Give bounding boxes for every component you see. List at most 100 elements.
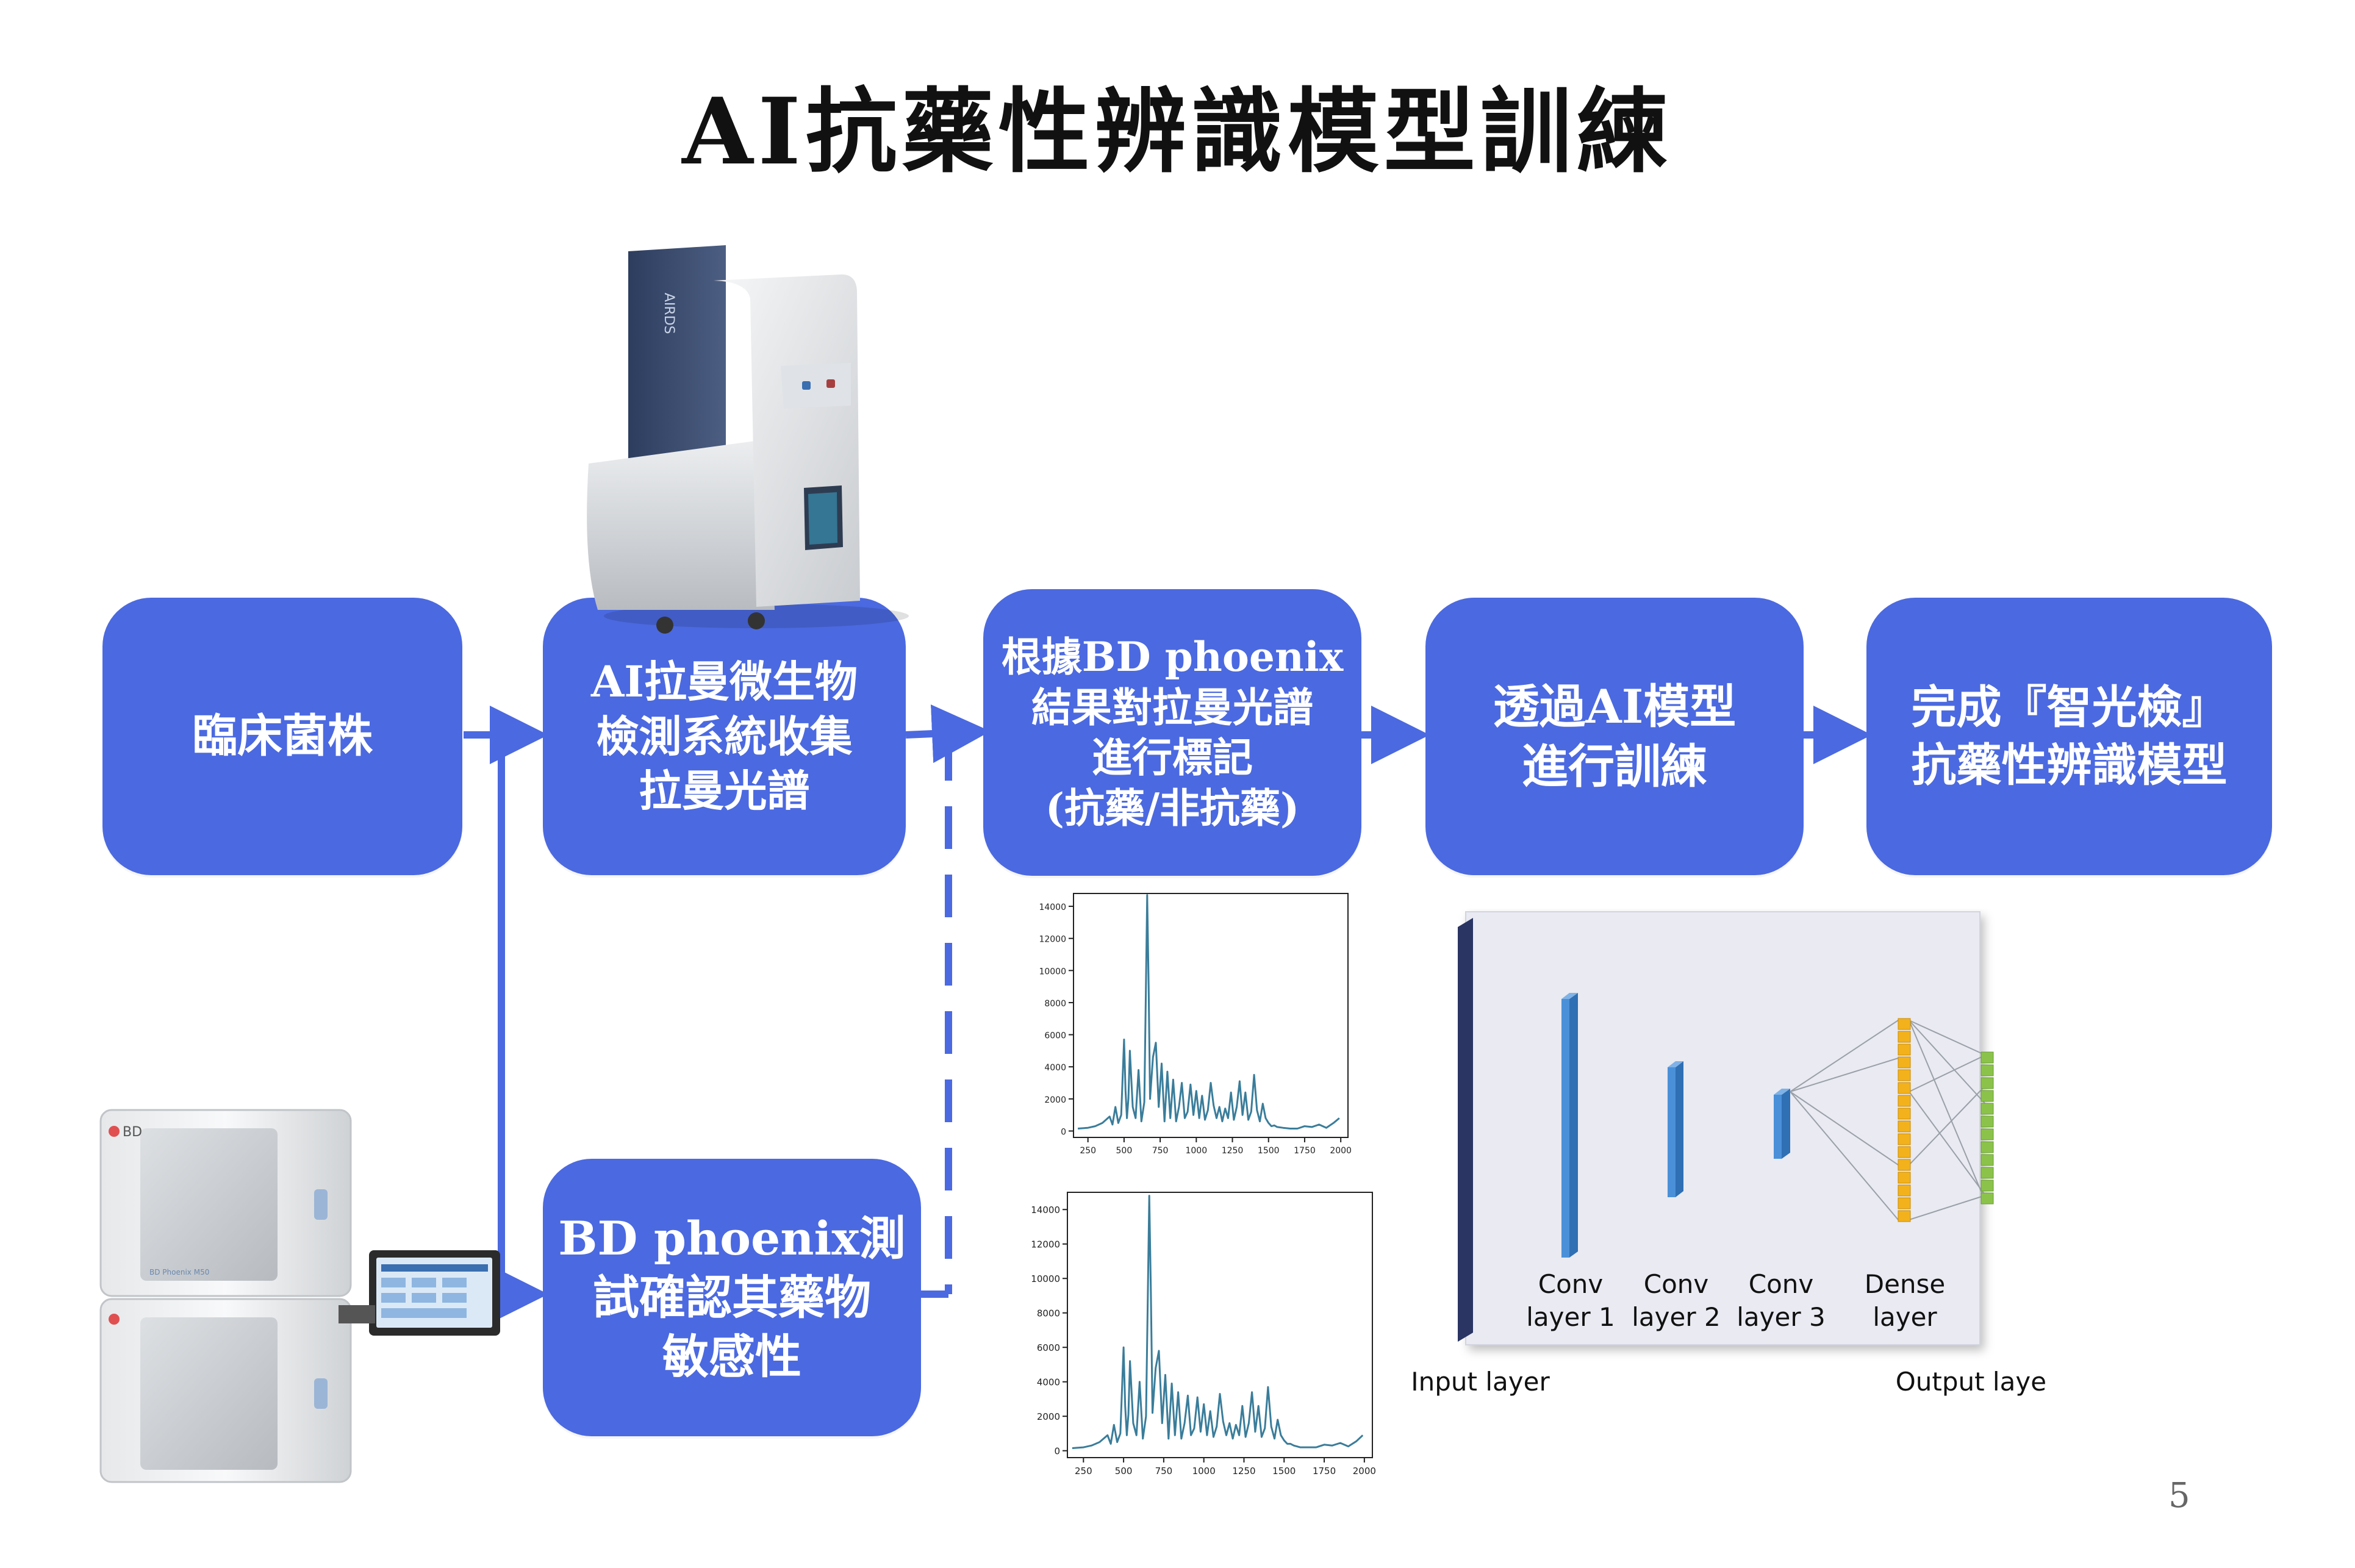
dense-cell [1898, 1044, 1911, 1056]
x-tick-label: 500 [1116, 1146, 1133, 1156]
arrow-raman-to-label [905, 704, 991, 764]
x-tick-label: 750 [1155, 1466, 1173, 1477]
box-line: 進行標記 [1092, 734, 1253, 781]
nn-layer-label: Conv [1644, 1269, 1709, 1299]
output-cell [1980, 1180, 1994, 1192]
y-tick-label: 14000 [1039, 903, 1066, 912]
nn-layer-label: Conv [1538, 1269, 1604, 1299]
x-tick-label: 1750 [1313, 1466, 1336, 1477]
x-tick-label: 1500 [1258, 1146, 1280, 1156]
dense-cell [1898, 1184, 1911, 1197]
dense-cell [1898, 1159, 1911, 1171]
box-model-complete: 完成『智光檢』 抗藥性辨識模型 [1866, 598, 2272, 875]
dense-cell [1898, 1120, 1911, 1133]
dense-cell [1898, 1056, 1911, 1069]
output-layer-label: Output layer [1896, 1367, 2046, 1397]
box-line: 試確認其藥物 [593, 1270, 871, 1325]
output-cell [1980, 1154, 1994, 1166]
y-tick-label: 4000 [1044, 1063, 1066, 1073]
x-tick-label: 1250 [1222, 1146, 1244, 1156]
dense-cell [1898, 1172, 1911, 1184]
output-cell [1980, 1077, 1994, 1089]
box-line: (抗藥/非抗藥) [1045, 784, 1300, 832]
y-tick-label: 8000 [1044, 999, 1066, 1009]
y-tick-label: 8000 [1037, 1308, 1060, 1319]
x-tick-label: 1750 [1294, 1146, 1316, 1156]
spectrum-line [1072, 1195, 1364, 1449]
y-tick-label: 10000 [1039, 967, 1066, 976]
x-tick-label: 1250 [1232, 1466, 1255, 1477]
conv-layer-2-block [1668, 1061, 1683, 1197]
chart-plot-frame [1067, 1192, 1373, 1458]
box-raman-collection: AI拉曼微生物 檢測系統收集 拉曼光譜 [543, 598, 906, 875]
box-line: 進行訓練 [1522, 739, 1707, 793]
box-line: 根據BD phoenix [1001, 633, 1344, 681]
box-line: 拉曼光譜 [639, 765, 810, 817]
box-line: 完成『智光檢』 [1911, 681, 2228, 734]
box-phoenix-susceptibility: BD phoenix測 試確認其藥物 敏感性 [543, 1159, 921, 1436]
x-tick-label: 2000 [1330, 1146, 1352, 1156]
x-tick-label: 1000 [1192, 1466, 1216, 1477]
y-tick-label: 6000 [1044, 1031, 1066, 1041]
y-tick-label: 4000 [1037, 1377, 1060, 1388]
x-tick-label: 1000 [1185, 1146, 1207, 1156]
output-cell [1980, 1090, 1994, 1102]
output-cell [1980, 1192, 1994, 1205]
y-tick-label: 0 [1054, 1446, 1060, 1457]
dense-connections [1790, 1020, 1986, 1220]
x-tick-label: 2000 [1353, 1466, 1376, 1477]
y-tick-label: 2000 [1037, 1411, 1060, 1422]
chart-plot-frame [1073, 893, 1349, 1138]
bd-phoenix-analyzer-icon: BD BD Phoenix M50 [99, 1109, 500, 1483]
dense-cell [1898, 1133, 1911, 1145]
box-line: 臨床菌株 [192, 710, 373, 763]
raman-spectrometer-icon: AIRDS [587, 245, 909, 634]
output-cell [1980, 1064, 1994, 1076]
bd-logo-text: BD [123, 1125, 142, 1140]
dense-layer-block [1898, 1018, 1911, 1222]
box-line: 結果對拉曼光譜 [1031, 683, 1313, 731]
output-cell [1980, 1103, 1994, 1115]
nn-layer-label: layer 2 [1632, 1302, 1720, 1332]
output-cell [1980, 1051, 1994, 1064]
box-line: 檢測系統收集 [596, 711, 853, 762]
dense-cell [1898, 1210, 1911, 1222]
conv-layer-1-block [1561, 993, 1578, 1258]
input-layer-bar [1458, 918, 1473, 1342]
box-clinical-strains: 臨床菌株 [102, 598, 462, 875]
nn-layer-label: Dense [1865, 1269, 1946, 1299]
input-layer-label: Input layer [1412, 1367, 1550, 1397]
nn-layer-label: layer 3 [1737, 1302, 1825, 1332]
y-tick-label: 14000 [1031, 1205, 1060, 1215]
dense-cell [1898, 1095, 1911, 1107]
nn-layer-label: layer [1873, 1302, 1937, 1332]
dense-cell [1898, 1031, 1911, 1043]
nn-layer-label: Conv [1749, 1269, 1814, 1299]
y-tick-label: 12000 [1039, 935, 1066, 945]
device-brand-text: AIRDS [661, 293, 676, 334]
conv-layer-3-block [1774, 1089, 1790, 1159]
x-tick-label: 750 [1152, 1146, 1169, 1156]
page-number: 5 [2168, 1476, 2190, 1516]
neural-network-diagram: Conv layer 1 Conv layer 2 Conv layer 3 D… [1412, 909, 2046, 1400]
dense-cell [1898, 1069, 1911, 1081]
page-title: AI抗藥性辨識模型訓練 [682, 78, 1673, 185]
dense-cell [1898, 1108, 1911, 1120]
dense-cell [1898, 1082, 1911, 1094]
dense-cell [1898, 1018, 1911, 1030]
y-tick-label: 10000 [1031, 1273, 1060, 1284]
x-tick-label: 250 [1080, 1146, 1096, 1156]
dense-cell [1898, 1197, 1911, 1209]
nn-layer-label: layer 1 [1526, 1302, 1615, 1332]
dense-cell [1898, 1146, 1911, 1158]
x-tick-label: 1500 [1272, 1466, 1296, 1477]
bd-model-text: BD Phoenix M50 [149, 1268, 209, 1276]
box-line: 抗藥性辨識模型 [1911, 739, 2228, 792]
box-line: 透過AI模型 [1493, 679, 1737, 734]
spectrum-line [1077, 894, 1340, 1129]
output-cell [1980, 1141, 1994, 1153]
